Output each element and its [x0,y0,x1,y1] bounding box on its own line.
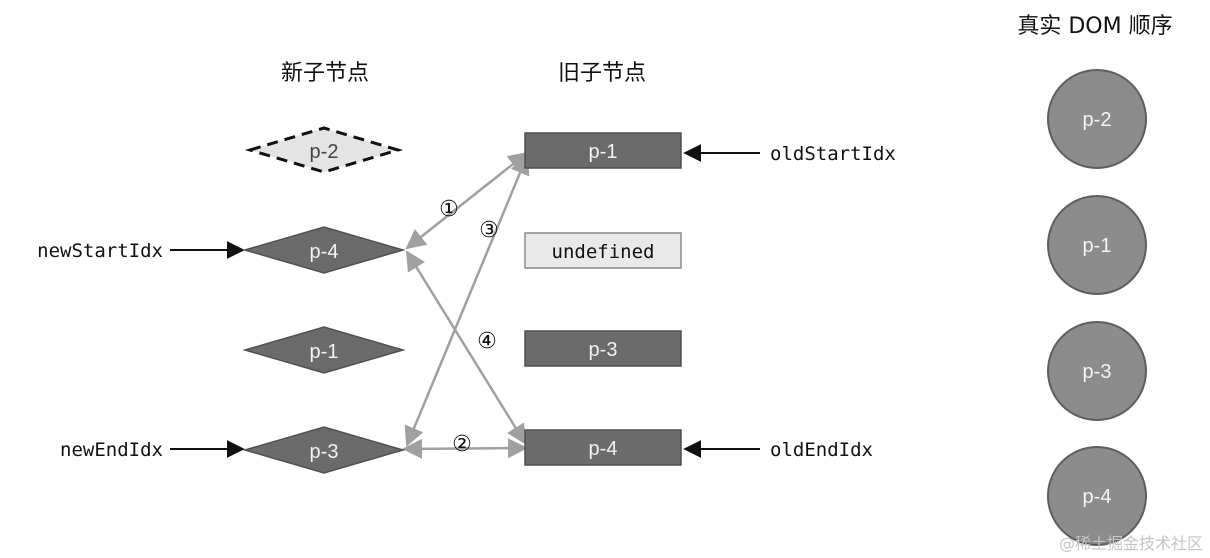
pointer-old-start-idx: oldStartIdx [770,143,896,165]
heading-new-children: 新子节点 [281,61,369,86]
compare-arrow-2 [402,438,528,459]
real-dom-node-2: p-1 [1047,195,1147,295]
new-node-label: p-3 [310,441,339,463]
real-dom-node-1: p-2 [1047,69,1147,169]
new-node-p-1: p-1 [242,326,406,374]
real-dom-label: p-3 [1083,361,1112,383]
heading-real-dom-order: 真实 DOM 顺序 [1017,14,1172,39]
new-node-label: p-4 [310,241,339,263]
step-marker-4: ④ [477,329,497,354]
new-node-p-2: p-2 [244,126,404,174]
old-node-p-3: p-3 [524,330,682,367]
new-node-p-3: p-3 [242,426,406,474]
real-dom-label: p-2 [1083,109,1112,131]
new-node-label: p-1 [310,341,339,363]
old-node-label: p-1 [589,141,618,163]
compare-arrow-4 [405,250,527,445]
old-node-label: undefined [552,241,655,263]
old-node-label: p-4 [589,438,618,460]
watermark: @稀土掘金技术社区 [1059,534,1203,553]
old-node-label: p-3 [589,339,618,361]
old-node-p-4: p-4 [524,429,682,466]
pointer-old-end-idx: oldEndIdx [770,439,873,461]
pointer-new-end-idx: newEndIdx [60,439,163,461]
old-node-p-1: p-1 [524,132,682,169]
new-node-label: p-2 [310,141,339,163]
step-marker-2: ② [452,432,472,457]
real-dom-label: p-1 [1083,235,1112,257]
new-node-p-4: p-4 [242,226,406,274]
pointer-new-start-idx: newStartIdx [37,240,163,262]
old-node-undefined: undefined [524,232,682,269]
heading-old-children: 旧子节点 [558,61,646,86]
real-dom-node-3: p-3 [1047,321,1147,421]
step-marker-3: ③ [479,218,499,243]
real-dom-label: p-4 [1083,486,1112,508]
real-dom-node-4: p-4 [1047,446,1147,546]
step-marker-1: ① [439,197,459,222]
